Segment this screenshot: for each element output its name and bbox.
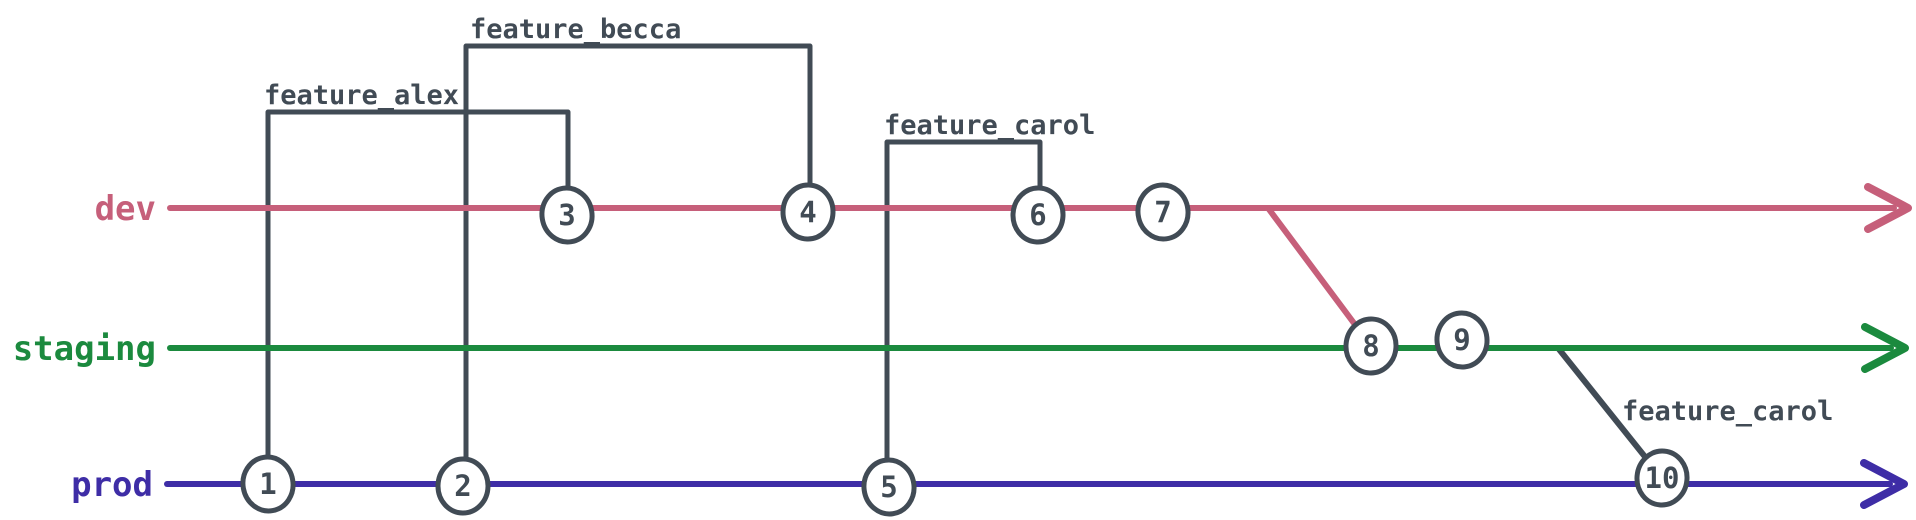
feature-branch-label-feature_becca: feature_becca xyxy=(470,14,681,45)
arrow-icon-staging xyxy=(1861,323,1909,373)
branch-label-dev: dev xyxy=(95,189,156,229)
commit-number-1: 1 xyxy=(259,467,276,501)
commit-number-3: 3 xyxy=(558,198,575,232)
commit-number-10: 10 xyxy=(1645,461,1680,495)
branch-label-prod: prod xyxy=(71,465,153,505)
commit-number-2: 2 xyxy=(454,469,471,503)
commit-number-4: 4 xyxy=(799,195,816,229)
feature-branch-path-feature_becca xyxy=(463,43,813,489)
commit-circle-3 xyxy=(539,185,595,245)
commit-circle-1 xyxy=(240,454,296,514)
arrow-icon-prod xyxy=(1860,459,1908,509)
feature-branch-label-feature_alex: feature_alex xyxy=(264,80,459,111)
merge-label-feature_carol: feature_carol xyxy=(1622,396,1833,427)
commit-circle-9 xyxy=(1434,310,1490,370)
commit-circle-2 xyxy=(435,456,491,516)
commit-circle-10 xyxy=(1634,448,1690,508)
feature-branch-label-feature_carol: feature_carol xyxy=(884,110,1095,141)
feature-branch-path-feature_alex xyxy=(265,109,571,487)
commit-circle-7 xyxy=(1135,182,1191,242)
feature-branch-path-feature_carol xyxy=(884,139,1043,490)
commit-circle-5 xyxy=(861,457,917,517)
arrow-icon-dev xyxy=(1864,183,1912,233)
commit-number-5: 5 xyxy=(880,470,897,504)
commit-number-7: 7 xyxy=(1154,195,1171,229)
commit-number-6: 6 xyxy=(1029,198,1046,232)
merge-line-1 xyxy=(1265,205,1374,349)
commit-number-9: 9 xyxy=(1453,323,1470,357)
commit-circle-8 xyxy=(1343,316,1399,376)
commit-circle-6 xyxy=(1010,185,1066,245)
branch-label-staging: staging xyxy=(13,329,156,369)
commit-circle-4 xyxy=(780,182,836,242)
commit-number-8: 8 xyxy=(1362,329,1379,363)
